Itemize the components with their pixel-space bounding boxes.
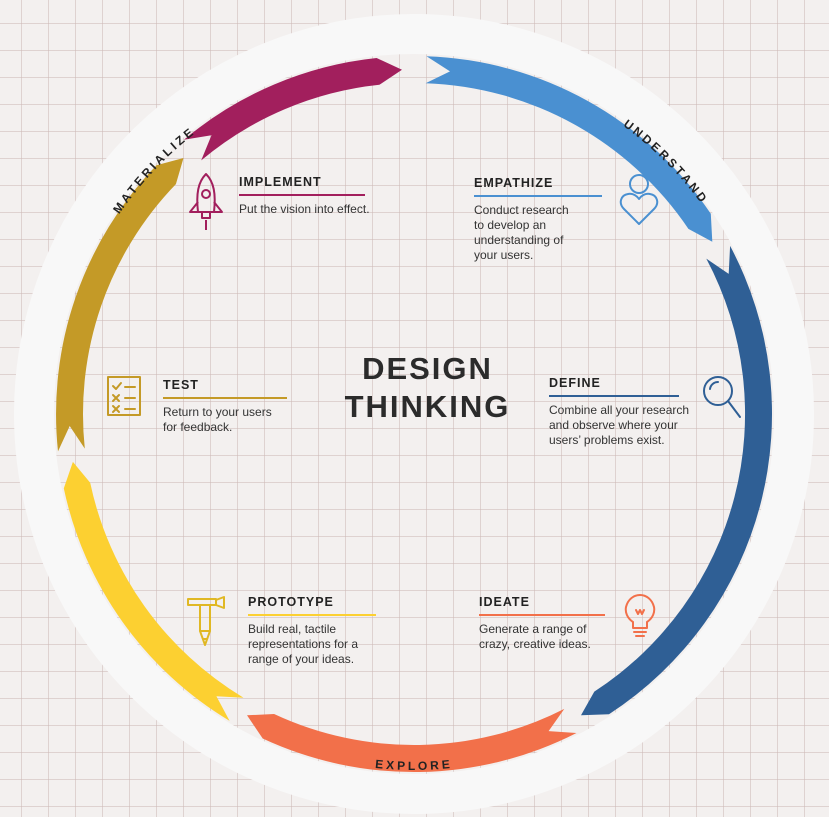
- stage-description-ideate: Generate a range of crazy, creative idea…: [479, 622, 591, 651]
- lightbulb-icon: [623, 592, 657, 642]
- stage-description-empathize: Conduct research to develop an understan…: [474, 203, 569, 262]
- phase-label-explore: EXPLORE: [375, 757, 454, 773]
- arrow-segment-prototype: [63, 461, 244, 721]
- stage-title-test: TEST: [163, 378, 287, 399]
- arrow-segment-implement: [183, 58, 402, 161]
- stage-test: TEST Return to your users for feedback.: [163, 376, 303, 435]
- stage-description-implement: Put the vision into effect.: [239, 202, 370, 216]
- stage-implement: IMPLEMENT Put the vision into effect.: [239, 173, 409, 217]
- outer-ring: [14, 14, 814, 814]
- stage-title-empathize: EMPATHIZE: [474, 176, 602, 197]
- checklist-icon: [104, 371, 146, 419]
- arrow-segment-empathize: [425, 56, 713, 242]
- stage-title-define: DEFINE: [549, 376, 679, 397]
- rocket-icon: [186, 172, 226, 234]
- stage-title-implement: IMPLEMENT: [239, 175, 365, 196]
- arrow-segment-test: [56, 158, 184, 452]
- stage-title-ideate: IDEATE: [479, 595, 605, 616]
- diagram-title: DESIGN THINKING: [344, 351, 511, 424]
- stage-empathize: EMPATHIZE Conduct research to develop an…: [474, 174, 614, 263]
- stage-define: DEFINE Combine all your research and obs…: [549, 374, 719, 448]
- arrow-segment-define: [581, 245, 773, 716]
- stage-title-prototype: PROTOTYPE: [248, 595, 376, 616]
- stage-prototype: PROTOTYPE Build real, tactile representa…: [248, 593, 398, 667]
- stage-ideate: IDEATE Generate a range of crazy, creati…: [479, 593, 629, 652]
- magnifier-icon: [700, 373, 744, 421]
- arrow-segment-ideate: [247, 708, 577, 773]
- cycle-arrows: [56, 56, 773, 773]
- heart-user-icon: [618, 172, 660, 230]
- stage-description-prototype: Build real, tactile representations for …: [248, 622, 359, 666]
- stage-description-define: Combine all your research and observe wh…: [549, 403, 690, 447]
- stage-description-test: Return to your users for feedback.: [163, 405, 272, 434]
- hammer-pencil-icon: [186, 595, 226, 653]
